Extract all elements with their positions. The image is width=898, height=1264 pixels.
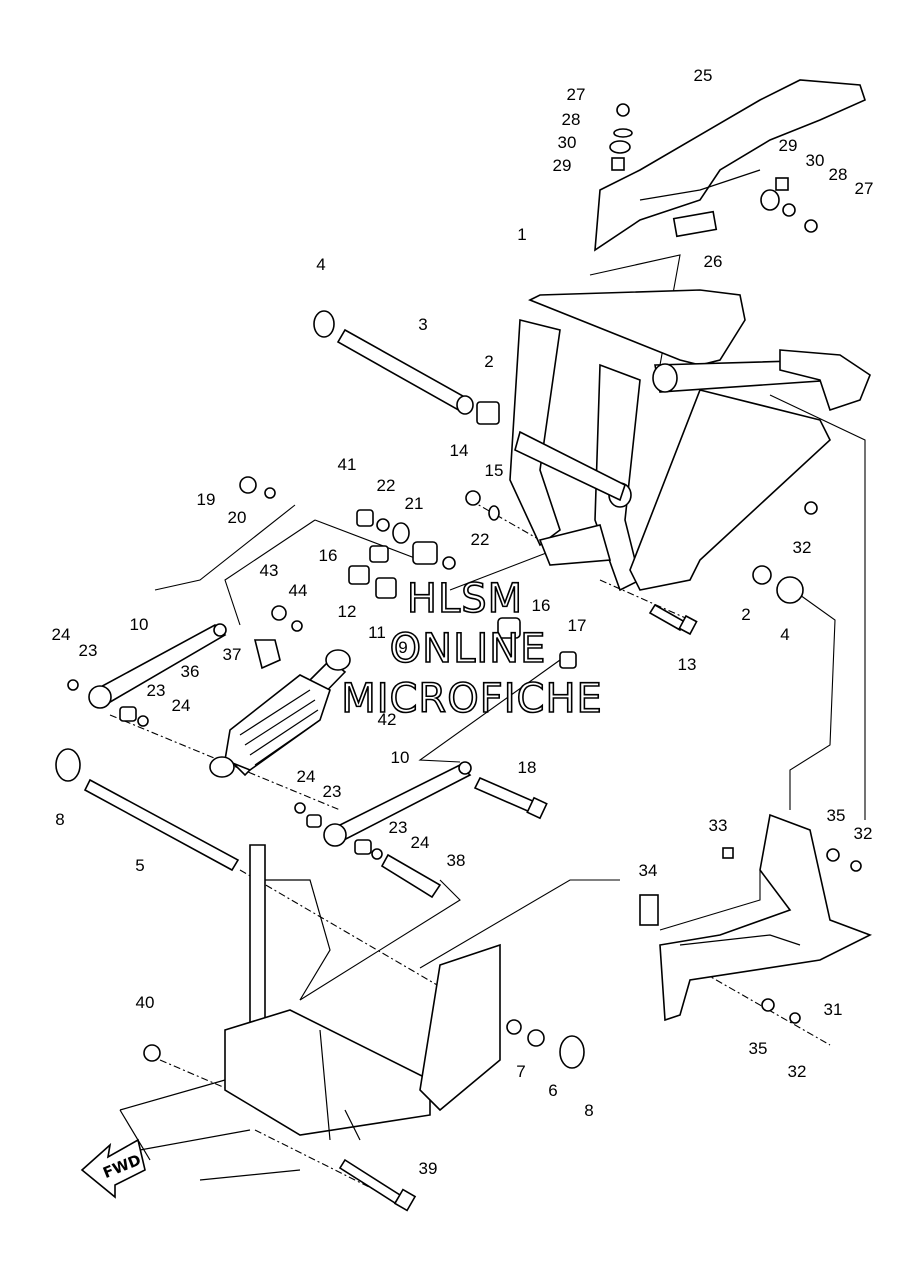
callout-36: 36 (181, 662, 200, 681)
callout-11: 11 (368, 623, 386, 642)
callout-2: 2 (484, 352, 493, 371)
chain-guard (594, 79, 866, 252)
callout-12: 12 (338, 602, 357, 621)
callout-1: 1 (517, 225, 526, 244)
callout-14: 14 (450, 441, 469, 460)
callout-32: 32 (854, 824, 873, 843)
callout-27: 27 (567, 85, 586, 104)
callout-16: 16 (532, 596, 551, 615)
callout-23: 23 (79, 641, 98, 660)
callout-22: 22 (377, 476, 396, 495)
callout-41: 41 (338, 455, 357, 474)
watermark-line-3: MICROFICHE (341, 676, 603, 722)
callout-24: 24 (297, 767, 316, 786)
callout-30: 30 (806, 151, 825, 170)
callout-40: 40 (136, 993, 155, 1012)
callout-16: 16 (319, 546, 338, 565)
callout-44: 44 (289, 581, 308, 600)
callout-28: 28 (829, 165, 848, 184)
callout-35: 35 (749, 1039, 768, 1058)
callout-24: 24 (172, 696, 191, 715)
callout-23: 23 (147, 681, 166, 700)
callout-10: 10 (130, 615, 149, 634)
callout-17: 17 (568, 616, 587, 635)
callout-37: 37 (223, 645, 242, 664)
callout-28: 28 (562, 110, 581, 129)
watermark: HLSM ONLINE MICROFICHE (340, 575, 603, 723)
callout-42: 42 (378, 710, 397, 729)
callout-9: 9 (398, 638, 407, 657)
callout-32: 32 (788, 1062, 807, 1081)
callout-2: 2 (741, 605, 750, 624)
callout-23: 23 (389, 818, 408, 837)
callout-39: 39 (419, 1159, 438, 1178)
swingarm (509, 289, 871, 592)
callout-21: 21 (405, 494, 424, 513)
callout-34: 34 (639, 861, 658, 880)
callout-33: 33 (709, 816, 728, 835)
callout-4: 4 (780, 625, 789, 644)
callout-4: 4 (316, 255, 325, 274)
callout-29: 29 (553, 156, 572, 175)
callout-7: 7 (516, 1062, 525, 1081)
pivot-shaft (313, 310, 500, 425)
callout-24: 24 (52, 625, 71, 644)
watermark-line-2: ONLINE (390, 626, 547, 672)
callout-8: 8 (55, 810, 64, 829)
callout-31: 31 (824, 1000, 843, 1019)
frame-lower (119, 844, 501, 1181)
callout-15: 15 (485, 461, 504, 480)
callouts: 2527283029293028272614321415412221192016… (52, 66, 874, 1178)
callout-8: 8 (584, 1101, 593, 1120)
callout-32: 32 (793, 538, 812, 557)
callout-23: 23 (323, 782, 342, 801)
callout-35: 35 (827, 806, 846, 825)
callout-26: 26 (704, 252, 723, 271)
callout-13: 13 (678, 655, 697, 674)
callout-20: 20 (228, 508, 247, 527)
callout-6: 6 (548, 1081, 557, 1100)
callout-19: 19 (197, 490, 216, 509)
bolts (55, 603, 698, 1212)
forward-arrow: FWD (80, 1138, 146, 1199)
lower-cover (659, 813, 872, 1022)
callout-29: 29 (779, 136, 798, 155)
watermark-line-1: HLSM (407, 576, 523, 622)
rear-shock (209, 639, 351, 778)
small-parts (67, 103, 862, 1069)
callout-22: 22 (471, 530, 490, 549)
callout-30: 30 (558, 133, 577, 152)
callout-10: 10 (391, 748, 410, 767)
callout-43: 43 (260, 561, 279, 580)
callout-3: 3 (418, 315, 427, 334)
callout-24: 24 (411, 833, 430, 852)
callout-27: 27 (855, 179, 874, 198)
callout-18: 18 (518, 758, 537, 777)
callout-5: 5 (135, 856, 144, 875)
callout-25: 25 (694, 66, 713, 85)
callout-38: 38 (447, 851, 466, 870)
relay-arms (88, 623, 472, 847)
